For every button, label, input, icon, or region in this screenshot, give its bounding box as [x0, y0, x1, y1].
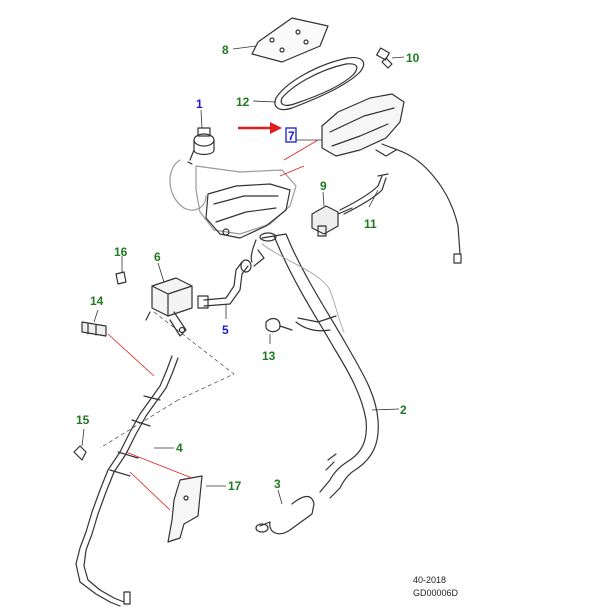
callout-13: 13: [262, 349, 276, 363]
part-9-valve: [311, 205, 353, 237]
callout-2: 2: [400, 403, 407, 417]
highlight-arrow: [238, 122, 282, 134]
part-10-connector: [376, 47, 393, 69]
part-4-hose-assembly: [75, 355, 179, 607]
drawing-id: GD00006D: [413, 588, 459, 598]
callout-10: 10: [406, 51, 420, 65]
callout-7-highlight[interactable]: 7: [285, 127, 297, 143]
filler-body: [169, 159, 297, 235]
callout-9: 9: [320, 179, 327, 193]
part-12-seal: [274, 57, 365, 111]
indicator-lines: [107, 139, 319, 511]
callout-4: 4: [176, 441, 183, 455]
vent-line: [261, 243, 345, 333]
filler-housing: [205, 183, 291, 239]
callout-16: 16: [114, 245, 128, 259]
callout-14: 14: [90, 294, 104, 308]
callout-7: 7: [288, 129, 295, 143]
part-7-housing: [321, 93, 462, 264]
callout-11: 11: [364, 217, 377, 231]
callout-12: 12: [236, 95, 250, 109]
callout-6: 6: [154, 250, 161, 264]
part-drawings: [73, 17, 462, 607]
callout-17: 17: [228, 479, 242, 493]
leader-lines: [81, 45, 405, 505]
part-2-filler-pipe: [250, 232, 379, 499]
callout-1: 1: [196, 97, 203, 111]
part-11-hose: [339, 173, 389, 215]
part-1-cap: [187, 127, 215, 165]
callouts: 8 10 12 1 9 11 16 6 14 5 13 2 15 4 17 3: [76, 43, 420, 493]
part-14-sensor: [81, 321, 107, 337]
callout-15: 15: [76, 413, 90, 427]
part-6-bracket: [145, 277, 193, 337]
part-16-clip: [115, 271, 127, 285]
callout-8: 8: [222, 43, 229, 57]
part-17-shield: [167, 475, 203, 543]
part-5-hose: [197, 249, 265, 309]
dashed-lines: [99, 311, 235, 449]
part-8-cover-plate: [251, 17, 329, 63]
part-13-clip: [265, 317, 293, 333]
part-15-clip: [73, 445, 87, 461]
part-3-connector: [255, 495, 315, 535]
figure-code: 40-2018: [413, 575, 447, 585]
callout-5: 5: [222, 323, 229, 337]
callout-3: 3: [274, 477, 281, 491]
